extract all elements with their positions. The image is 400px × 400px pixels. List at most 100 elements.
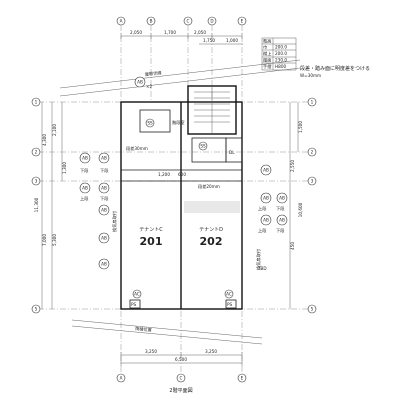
ac-tag-right: AC [226, 292, 232, 297]
legend-val-3: 230.0 [275, 58, 287, 63]
grid-label-right-1: 1 [311, 100, 314, 105]
grid-label-top-a: A [120, 19, 123, 24]
top-dimensions: 2,050 1,700 2,050 1,750 1,000 [120, 30, 243, 45]
ps-label-right: PS [227, 302, 233, 307]
up-label-left: 上段 [80, 195, 89, 202]
stair-spec-table: 階高 巾 200.0 蹴上 200.0 踏面 230.0 手摺 H800 段差・… [261, 38, 370, 78]
ab-tag-right-1: AB [263, 168, 269, 173]
down-label-left: 下段 [80, 167, 89, 174]
eaves-label: 雨樋位置 [135, 325, 152, 333]
roof-edge-lines: 屋根伏線 雨樋位置 [59, 59, 301, 345]
step-30mm-label: 段差30mm [126, 145, 148, 152]
right-grid-bubbles: 1 2 3 5 [307, 97, 317, 314]
step-20mm-label: 段差20mm [198, 183, 220, 190]
ab-tag-left-1: AB [82, 156, 88, 161]
inner-tags: SS SS AC AC PS PS [129, 118, 237, 309]
dim-right-2: 2,550 [290, 160, 295, 172]
ss-tag-left: SS [147, 121, 153, 126]
ab-tag-multiplier: ×2 [146, 84, 153, 89]
bottom-grid-bubbles: A C E [116, 373, 247, 383]
grid-label-left-5: 5 [35, 307, 38, 312]
room-202-number: 202 [200, 235, 223, 248]
ab-tags-right: AB AB AB 上段 下段 AB AB 上段 下段 換気扇取付 TBD [255, 164, 288, 271]
dim-bottom-total: 6,500 [175, 357, 187, 362]
dim-top-5: 1,000 [226, 38, 238, 43]
legend-key-0: 階高 [263, 38, 271, 45]
tbd-label: TBD [257, 266, 267, 271]
dim-top-2: 1,700 [164, 30, 176, 35]
down-label-left-3: 下段 [100, 195, 109, 202]
dim-left-6: 5,300 [52, 234, 57, 246]
legend-key-3: 踏面 [263, 57, 271, 64]
dim-left-1: 4,300 [42, 134, 47, 146]
right-dimensions: 1,500 2,550 10,600 450 [289, 102, 303, 309]
interior-labels: 階段室 段差30mm 段差20mm 1,200 600 DL [126, 119, 235, 190]
grid-label-left-1: 1 [35, 100, 38, 105]
legend-key-4: 手摺 [263, 63, 271, 70]
grid-label-top-e: E [241, 19, 244, 24]
dim-left-5: 7,000 [42, 234, 47, 246]
ab-tag-left-7: AB [101, 262, 107, 267]
grid-label-left-3: 3 [35, 179, 38, 184]
stair-landing-label: 階段室 [172, 119, 185, 126]
grid-label-right-2: 2 [311, 150, 314, 155]
grid-label-right-3: 3 [311, 179, 314, 184]
dim-right-1: 1,500 [298, 121, 303, 133]
bottom-dimensions: 3,250 3,250 6,500 [120, 349, 243, 366]
left-grid-bubbles: 1 2 3 5 [31, 97, 41, 314]
building-walls [120, 85, 243, 310]
grid-label-bottom-a: A [120, 376, 123, 381]
tenant-d-label: テナントD [199, 227, 223, 233]
ac-tag-left: AC [134, 292, 140, 297]
dim-bottom-2: 3,250 [205, 349, 217, 354]
down-label-right: 下段 [276, 205, 285, 212]
dim-right-3: 10,600 [298, 202, 303, 217]
ab-tag-right-4: AB [263, 218, 269, 223]
ss-tag-right: SS [200, 144, 206, 149]
grid-label-top-d: D [210, 19, 213, 24]
dim-top-1: 2,050 [130, 30, 142, 35]
up-label-right: 上段 [258, 205, 267, 212]
dl-label: DL [229, 150, 235, 155]
stair-contrast-note: 段差・踏み面に明度差をつける [300, 65, 370, 72]
vent-fan-label-left: 換気扇取付 [111, 211, 118, 232]
ab-tag-left-6: AB [101, 236, 107, 241]
ab-tag-left-4: AB [101, 186, 107, 191]
grid-label-top-b: B [150, 19, 153, 24]
room-201-number: 201 [140, 235, 163, 248]
up-label-right-2: 上段 [258, 227, 267, 234]
grid-label-top-c: C [187, 19, 190, 24]
grid-label-bottom-c: C [180, 376, 183, 381]
ab-tags-left: AB ×2 AB AB 下段 下段 AB AB 上段 下段 AB AB AB 換… [79, 76, 153, 270]
ab-tag-left-2: AB [101, 156, 107, 161]
top-grid-bubbles: A B C D E [116, 16, 247, 26]
dim-top-3: 2,050 [194, 30, 206, 35]
legend-val-1: 200.0 [275, 45, 287, 50]
inner-dim-1200: 1,200 [158, 172, 170, 177]
roof-edge-label: 屋根伏線 [144, 69, 162, 78]
ab-tag-top: AB [137, 80, 143, 85]
ab-tag-right-5: AB [279, 218, 285, 223]
down-label-right-2: 下段 [276, 227, 285, 234]
legend-val-2: 200.0 [275, 51, 287, 56]
tenant-d: テナントD 202 [199, 227, 223, 248]
dim-top-4: 1,750 [203, 38, 215, 43]
ab-tag-right-2: AB [263, 196, 269, 201]
legend-key-2: 蹴上 [263, 50, 271, 57]
ab-tag-left-3: AB [82, 186, 88, 191]
corridor-shade [184, 201, 240, 213]
stair-contrast-note-width: W=30mm [300, 73, 321, 78]
grid-lines [38, 25, 312, 378]
plan-title: 2階平面図 [169, 387, 192, 394]
grid-label-right-5: 5 [311, 307, 314, 312]
ab-tag-right-3: AB [279, 196, 285, 201]
grid-label-left-2: 2 [35, 150, 38, 155]
ps-label-left: PS [131, 302, 137, 307]
dim-left-2: 2,100 [52, 124, 57, 136]
vent-fan-label-right: 換気扇取付 [255, 249, 262, 270]
legend-val-4: H800 [275, 64, 286, 69]
tenant-c-label: テナントC [139, 227, 163, 233]
dim-bottom-1: 3,250 [145, 349, 157, 354]
